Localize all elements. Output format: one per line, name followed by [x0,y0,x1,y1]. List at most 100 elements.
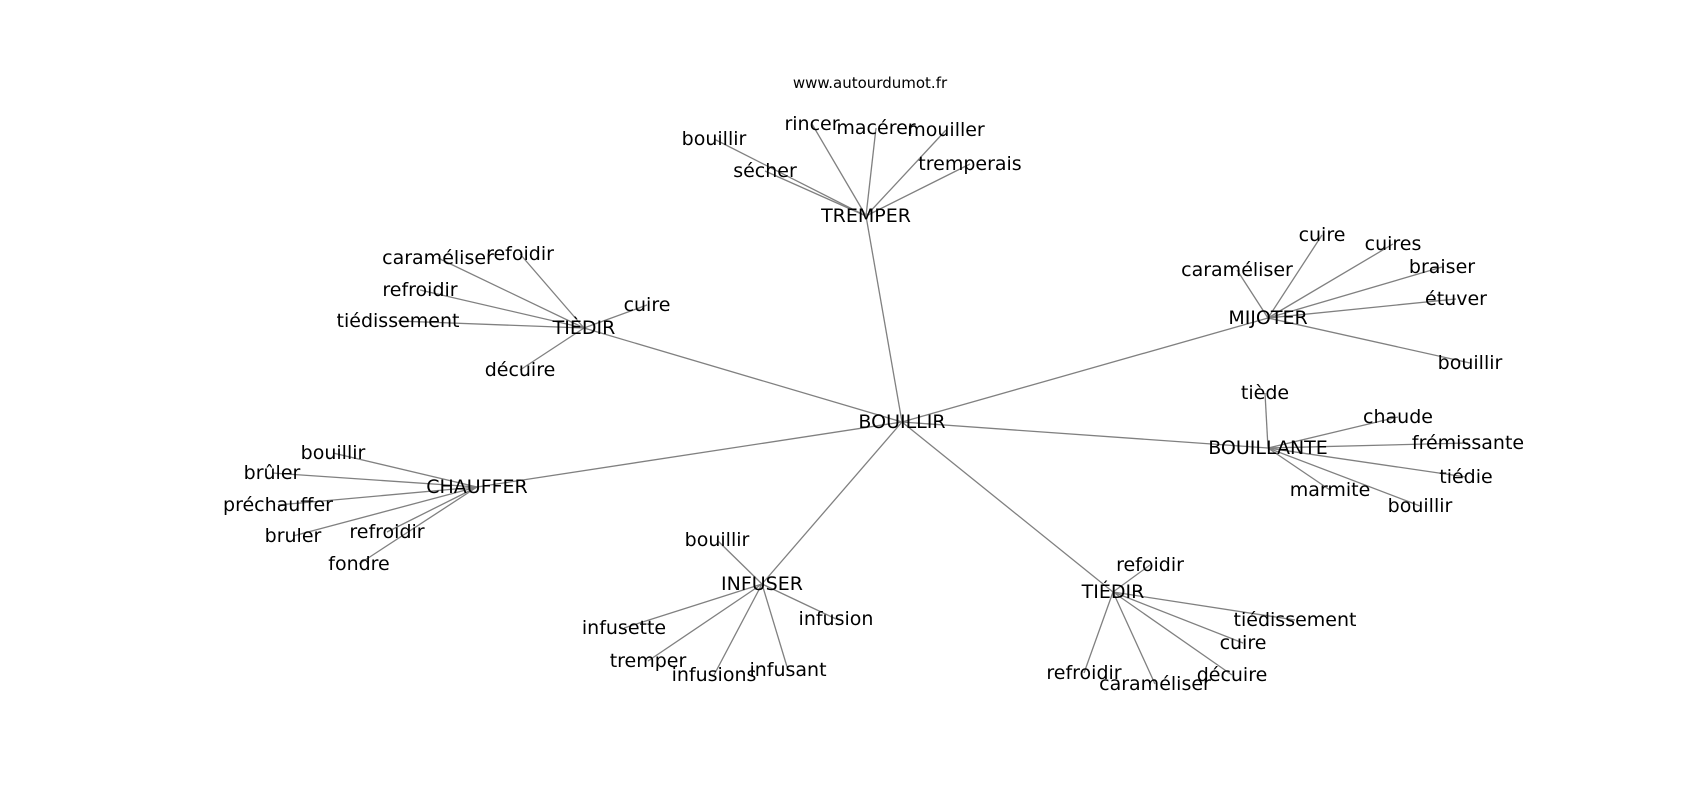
related-word[interactable]: bouillir [1438,352,1503,374]
related-word[interactable]: tremperais [918,153,1021,175]
edge-hub-to-word [1112,591,1244,644]
edge-center-to-hub [865,215,903,423]
edge-center-to-hub [901,421,1269,449]
edge-center-to-hub [583,327,903,423]
hub-word[interactable]: TIÉDIR [1081,580,1145,603]
related-word[interactable]: refoidir [486,243,554,265]
hub-word[interactable]: MIJOTER [1228,307,1307,329]
edge-hub-to-word [419,289,585,329]
related-word[interactable]: infusion [799,608,874,630]
edge-hub-to-word [1112,564,1151,593]
edge-hub-to-word [1083,591,1114,674]
related-word[interactable]: tiédie [1439,466,1492,488]
edge-hub-to-word [386,486,478,533]
related-word[interactable]: bouillir [301,442,366,464]
edge-hub-to-word [1112,591,1156,685]
edge-hub-to-word [519,327,585,371]
related-word[interactable]: préchauffer [223,494,333,516]
related-word[interactable]: infusette [582,617,666,639]
edge-hub-to-word [1236,269,1269,319]
related-word[interactable]: décuire [485,359,556,381]
related-word[interactable]: cuire [1299,224,1346,246]
edge-hub-to-word [761,583,789,671]
edge-hub-to-word [716,539,763,585]
related-word[interactable]: macérer [836,117,915,139]
labels-layer: www.autourdumot.fr BOUILLIR TREMPER bouill… [223,74,1524,695]
hub-word[interactable]: INFUSER [721,573,803,595]
related-word[interactable]: sécher [733,160,797,182]
related-word[interactable]: bouillir [685,529,750,551]
related-word[interactable]: tiédissement [337,310,460,332]
related-word[interactable]: refroidir [349,521,424,543]
edge-hub-to-word [1112,591,1296,621]
watermark: www.autourdumot.fr [793,74,948,92]
edge-hub-to-word [713,138,867,217]
edge-center-to-hub [901,317,1269,423]
related-word[interactable]: tremper [610,650,687,672]
edge-hub-to-word [1112,591,1233,676]
edge-hub-to-word [865,129,947,217]
edge-hub-to-word [865,163,971,217]
related-word[interactable]: infusant [749,659,826,681]
related-word[interactable]: marmite [1290,479,1371,501]
edge-hub-to-word [1267,298,1457,319]
edge-hub-to-word [519,253,585,329]
edge-hub-to-word [865,127,877,217]
edge-hub-to-word [1267,317,1471,364]
related-word[interactable]: cuire [1220,632,1267,654]
edge-hub-to-word [1267,243,1394,319]
edge-hub-to-word [1264,392,1269,449]
edge-hub-to-word [811,123,867,217]
edge-hub-to-word [647,583,763,662]
related-word[interactable]: infusions [672,664,757,686]
edge-hub-to-word [437,257,585,329]
edge-hub-to-word [332,452,478,488]
related-word[interactable]: caraméliser [1181,259,1293,281]
related-word[interactable]: tiédissement [1234,609,1357,631]
hub-word[interactable]: BOUILLANTE [1208,437,1328,459]
related-word[interactable]: chaude [1363,406,1433,428]
edge-hub-to-word [764,170,867,217]
center-word[interactable]: BOUILLIR [858,411,945,433]
related-word[interactable]: mouiller [907,119,985,141]
hub-word[interactable]: TREMPER [820,205,911,227]
related-word[interactable]: rincer [784,113,839,135]
edge-center-to-hub [901,421,1114,593]
related-word[interactable]: refoidir [1116,554,1184,576]
related-word[interactable]: caraméliser [1099,673,1211,695]
related-word[interactable]: caraméliser [382,247,494,269]
related-word[interactable]: braiser [1409,256,1475,278]
related-word[interactable]: refroidir [1046,662,1121,684]
related-word[interactable]: cuire [624,294,671,316]
edge-center-to-hub [761,421,903,585]
edge-hub-to-word [1267,234,1323,319]
related-word[interactable]: brûler [244,462,301,484]
related-word[interactable]: refroidir [382,279,457,301]
related-word[interactable]: étuver [1425,288,1487,310]
related-word[interactable]: cuires [1365,233,1422,255]
edge-hub-to-word [713,583,763,676]
hub-word[interactable]: TIÈDIR [552,316,616,339]
related-word[interactable]: décuire [1197,664,1268,686]
edge-center-to-hub [476,421,903,488]
edge-hub-to-word [761,583,837,620]
related-word[interactable]: bouillir [682,128,747,150]
edge-hub-to-word [623,583,763,629]
edge-hub-to-word [1267,447,1421,507]
edge-hub-to-word [1267,447,1331,491]
hub-word[interactable]: CHAUFFER [426,476,528,498]
related-word[interactable]: bouillir [1388,495,1453,517]
edge-hub-to-word [292,486,478,537]
edge-hub-to-word [1267,266,1443,319]
edge-hub-to-word [271,472,478,488]
edge-hub-to-word [358,486,478,565]
edge-hub-to-word [277,486,478,506]
related-word[interactable]: fondre [328,553,390,575]
edge-hub-to-word [1267,416,1399,449]
related-word[interactable]: tiède [1241,382,1289,404]
related-word[interactable]: bruler [265,525,322,547]
edge-hub-to-word [1267,447,1467,478]
related-word[interactable]: frémissante [1412,432,1524,454]
edge-hub-to-word [1267,442,1469,449]
